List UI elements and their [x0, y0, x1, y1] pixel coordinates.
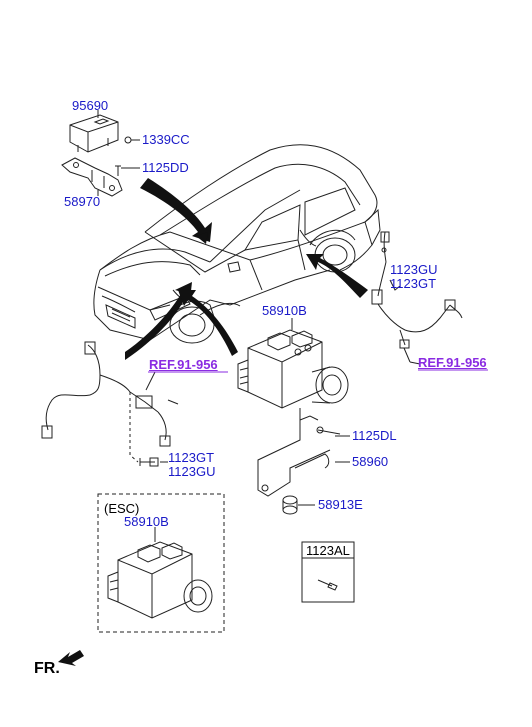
label-1123gu-right: 1123GU [390, 262, 438, 277]
esc-dashed-frame [97, 493, 225, 633]
label-58970: 58970 [64, 194, 101, 209]
label-1123al: 1123AL [306, 543, 350, 558]
ref-link-right[interactable]: REF.91-956 [418, 355, 487, 370]
abs-module-58910b [237, 329, 349, 515]
label-1339cc: 1339CC [142, 132, 190, 147]
front-wheel-sensor-left [41, 341, 179, 467]
label-1123gt-left: 1123GT [168, 450, 215, 465]
esc-module [107, 541, 213, 619]
label-esc: (ESC) [104, 501, 140, 516]
label-58960: 58960 [352, 454, 389, 469]
label-58910b: 58910B [262, 303, 307, 318]
yaw-sensor-95690 [61, 114, 132, 197]
bolt-1123al [317, 579, 338, 591]
label-1123gu-left: 1123GU [168, 464, 216, 479]
pointer-arrows [58, 178, 368, 666]
front-direction-label: FR. [34, 660, 60, 677]
ref-link-left[interactable]: REF.91-956 [149, 357, 218, 372]
label-1123gt-right: 1123GT [390, 276, 437, 291]
label-95690: 95690 [72, 98, 109, 113]
label-1125dl: 1125DL [352, 428, 397, 443]
car-illustration [93, 144, 381, 344]
label-1125dd: 1125DD [142, 160, 189, 175]
bolt-1123al-frame [301, 541, 355, 603]
label-58910b-esc: 58910B [124, 514, 169, 529]
label-58913e: 58913E [318, 497, 363, 512]
